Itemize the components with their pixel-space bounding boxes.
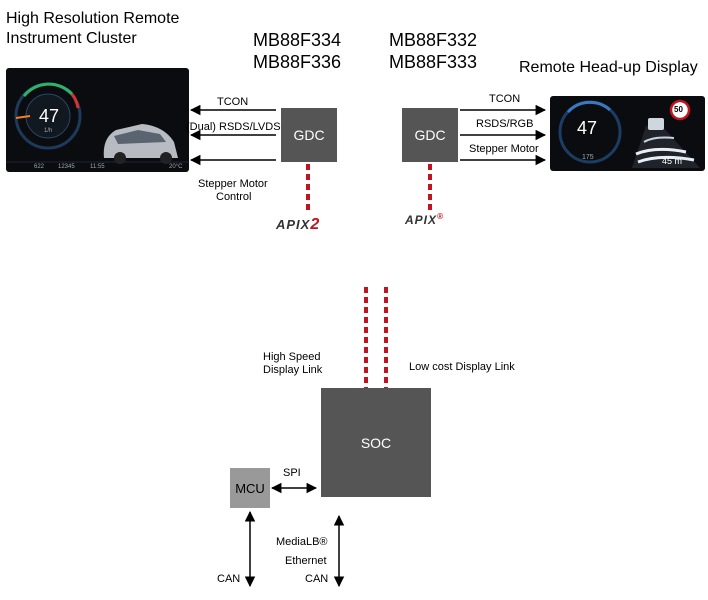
cluster-speed: 47 xyxy=(39,106,60,126)
gdc-right-label: GDC xyxy=(414,127,446,143)
gdc-box-right: GDC xyxy=(402,108,458,162)
right-tcon-label: TCON xyxy=(489,93,521,105)
right-rsds-label: RSDS/RGB xyxy=(476,118,534,130)
mcu-box: MCU xyxy=(230,468,270,508)
hud-road-graphic xyxy=(558,99,700,168)
left-rsds-label: (Dual) RSDS/LVDS xyxy=(186,121,281,133)
hud-image: 47 175 50 45 m xyxy=(550,96,705,171)
left-tcon-label: TCON xyxy=(217,96,249,108)
hud-speed: 47 xyxy=(577,118,598,138)
part-number-mb88f333: MB88F333 xyxy=(389,52,478,72)
part-number-mb88f332: MB88F332 xyxy=(389,30,478,50)
hud-title: Remote Head-up Display xyxy=(519,59,698,76)
soc-box: SOC xyxy=(321,388,431,497)
cluster-status-odo: 622 xyxy=(34,164,45,170)
hud-sub-value: 175 xyxy=(582,154,594,161)
cluster-status-trip: 12345 xyxy=(58,164,75,170)
instrument-cluster-image: 47 1/h 622 12345 11:55 20°C xyxy=(6,68,189,172)
spi-label: SPI xyxy=(283,467,301,479)
part-number-mb88f336: MB88F336 xyxy=(253,52,342,72)
cluster-gauge-graphic xyxy=(6,82,189,164)
high-speed-link-label-line2: Display Link xyxy=(263,364,323,376)
left-stepper-label-line2: Control xyxy=(216,191,252,203)
low-cost-link-label: Low cost Display Link xyxy=(409,361,515,373)
gdc-left-label: GDC xyxy=(293,127,325,143)
cluster-gear-text: 1/h xyxy=(44,128,53,134)
mcu-label: MCU xyxy=(235,480,265,496)
ethernet-label: Ethernet xyxy=(285,555,327,567)
hud-distance: 45 m xyxy=(662,156,683,166)
apix-logo: APIX® xyxy=(405,212,444,227)
cluster-title-line1: High Resolution Remote xyxy=(6,10,180,27)
mcu-can-label: CAN xyxy=(217,573,241,585)
high-speed-link-label-line1: High Speed xyxy=(263,351,321,363)
right-stepper-label: Stepper Motor xyxy=(469,143,539,155)
soc-label: SOC xyxy=(360,434,392,451)
cluster-title-line2: Instrument Cluster xyxy=(6,30,137,47)
gdc-box-left: GDC xyxy=(281,108,337,162)
part-number-mb88f334: MB88F334 xyxy=(253,30,342,50)
cluster-status-temp: 20°C xyxy=(169,164,183,170)
hud-speed-limit: 50 xyxy=(674,105,683,114)
left-stepper-label-line1: Stepper Motor xyxy=(198,178,268,190)
apix2-logo: APIX2 xyxy=(276,216,321,233)
medialb-label: MediaLB® xyxy=(276,536,328,548)
cluster-status-time: 11:55 xyxy=(90,164,105,170)
soc-can-label: CAN xyxy=(305,573,329,585)
